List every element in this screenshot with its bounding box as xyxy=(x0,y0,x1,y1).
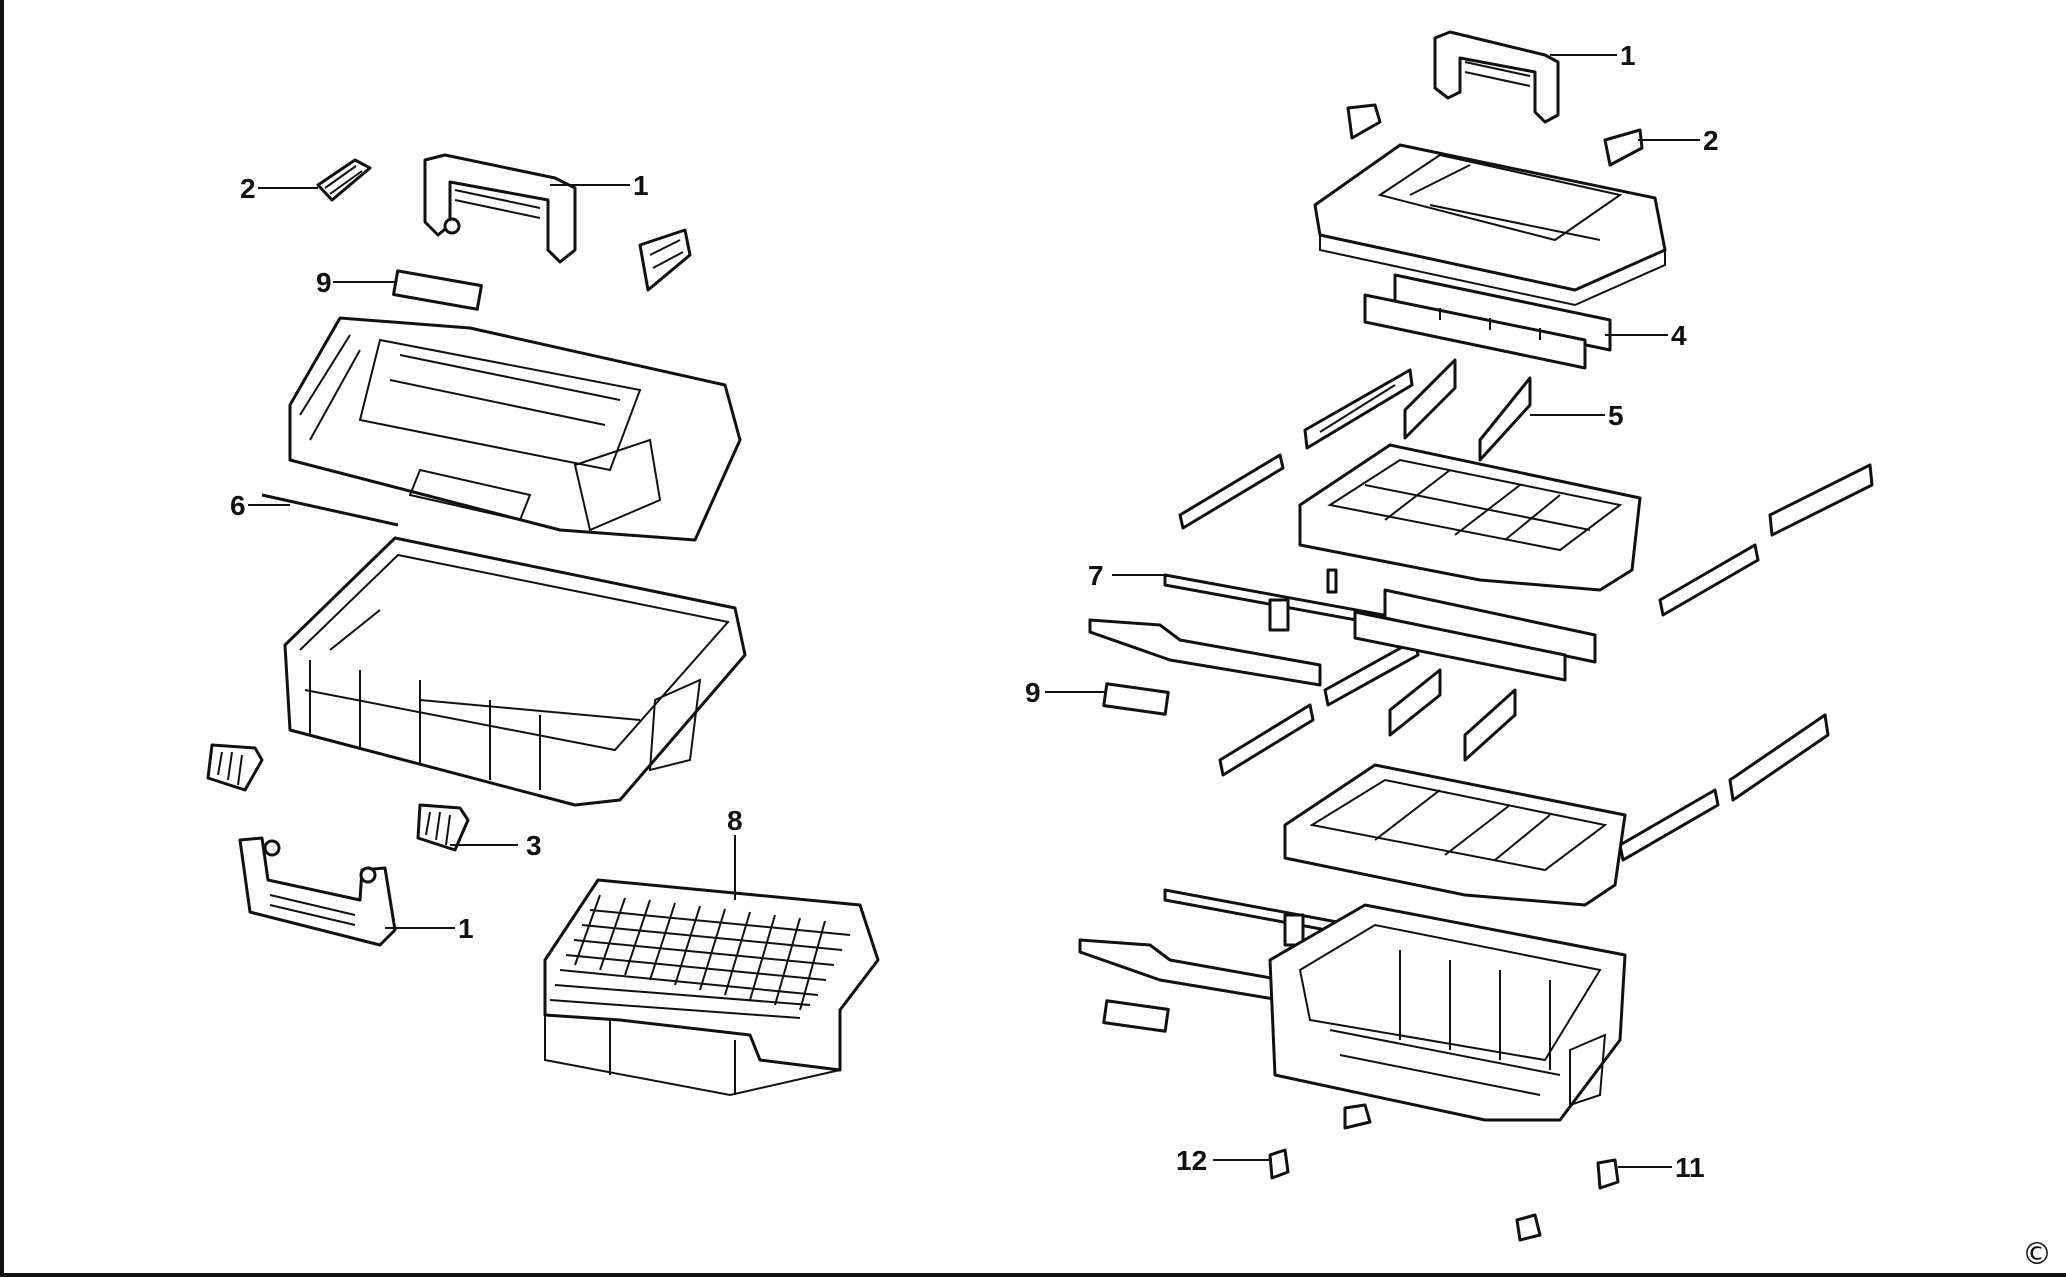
callout-3-left: 3 xyxy=(526,830,542,861)
callout-11-right: 11 xyxy=(1675,1152,1705,1183)
clip-part-12 xyxy=(1268,1148,1290,1180)
latch-part-2-left xyxy=(316,158,692,292)
label-strip-lower-right xyxy=(1102,999,1170,1033)
latch-bar-part-7 xyxy=(1088,568,1402,687)
divider-strip-part-4 xyxy=(1363,273,1612,370)
foot-clip-bottom xyxy=(1515,1213,1542,1242)
label-strip-part-9-left xyxy=(392,269,483,311)
drawer-base-right xyxy=(1268,903,1627,1122)
handle-part-1-top xyxy=(423,153,577,264)
organizer-base-left xyxy=(283,536,747,807)
callout-1-right: 1 xyxy=(1620,40,1636,71)
callout-8-left: 8 xyxy=(727,805,743,836)
hinge-pin-part-6 xyxy=(261,493,399,527)
short-divider-part-5 xyxy=(1403,358,1532,462)
callout-9-right: 9 xyxy=(1025,677,1041,708)
callout-9-left: 9 xyxy=(316,267,332,298)
foot-clip-right xyxy=(1343,1103,1372,1130)
foot-part-11 xyxy=(1596,1158,1620,1190)
leader-lines xyxy=(248,54,1700,1168)
latch-clip-left-a xyxy=(206,743,264,792)
label-strip-part-9-right xyxy=(1102,682,1170,716)
latch-clip-part-3 xyxy=(416,803,470,852)
drawer-tray-upper xyxy=(1298,443,1642,592)
drawer-tray-lower xyxy=(1283,763,1627,907)
callout-4-right: 4 xyxy=(1671,320,1687,351)
callout-7-right: 7 xyxy=(1088,560,1104,591)
callout-2-right: 2 xyxy=(1703,125,1719,156)
organizer-lid-left xyxy=(288,316,742,542)
organizer-lid-right xyxy=(1313,143,1667,307)
handle-part-1-bottom xyxy=(238,836,397,947)
callout-1-left-bottom: 1 xyxy=(458,913,474,944)
latch-part-2-right xyxy=(1346,103,1644,167)
handle-part-1-right xyxy=(1433,30,1560,124)
callout-12-right: 12 xyxy=(1176,1145,1207,1176)
callout-2-left: 2 xyxy=(240,173,256,204)
divider-strip-lower xyxy=(1353,588,1597,762)
drawer-slide-rails xyxy=(1178,368,1874,862)
callout-6-left: 6 xyxy=(230,490,246,521)
grid-insert-part-8 xyxy=(543,878,880,1097)
copyright-mark: © xyxy=(2022,1237,2052,1272)
callout-1-left-top: 1 xyxy=(633,170,649,201)
callout-5-right: 5 xyxy=(1608,400,1624,431)
